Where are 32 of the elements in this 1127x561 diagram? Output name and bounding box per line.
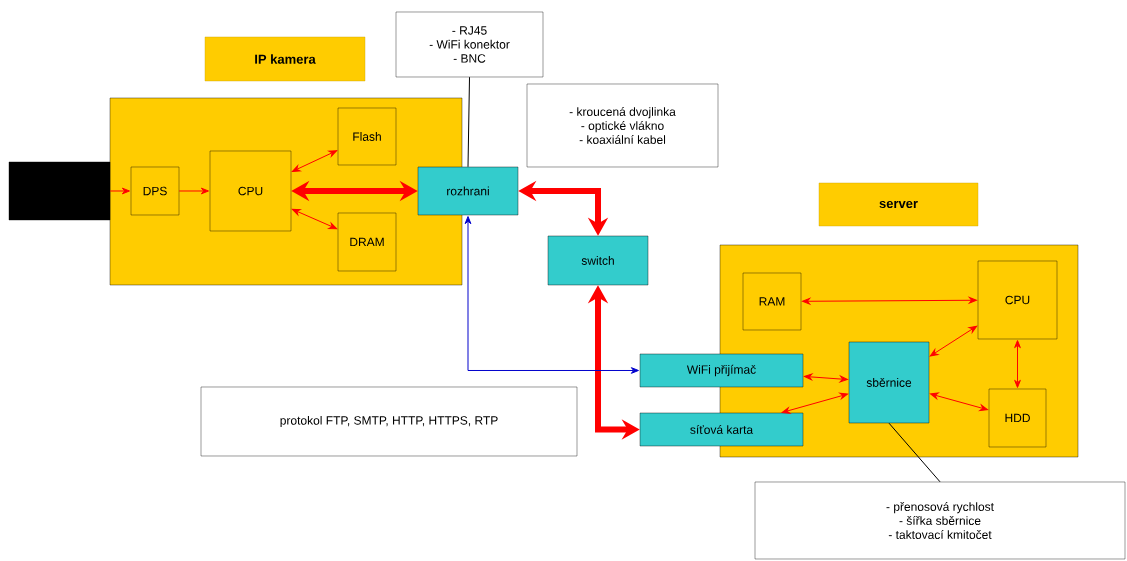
component-box: DRAM [337,212,397,272]
interface-box: síťová karta [639,412,804,447]
arrow [1014,340,1021,388]
interface-box: WiFi přijímač [639,353,804,388]
note-box: protokol FTP, SMTP, HTTP, HTTPS, RTP [200,386,578,457]
arrow [929,325,978,357]
arrow [178,187,209,195]
arrow [781,392,848,414]
arrow [291,150,338,172]
component-box: Flash [337,107,397,166]
component-box: HDD [988,388,1047,448]
heading-box: IP kamera [204,36,366,82]
input-block [8,161,111,221]
component-box: CPU [209,150,292,232]
interface-box: rozhrani [417,166,519,216]
arrow [804,373,848,383]
component-box: DPS [130,166,180,216]
component-box: CPU [977,260,1058,340]
arrow [109,187,130,195]
arrow [802,296,977,305]
interface-box: sběrnice [848,341,930,424]
arrow [291,208,338,230]
leader-line [888,422,941,483]
arrow [930,392,988,412]
note-box: - kroucená dvojlinka - optické vlákno - koaxiální kabel [526,83,719,168]
leader-line [467,76,470,168]
note-box: - přenosová rychlost - šířka sběrnice - taktovací kmitočet [754,481,1126,560]
arrow [464,216,639,374]
heading-box: server [818,182,979,227]
note-box: - RJ45 - WiFi konektor - BNC [395,11,544,78]
component-box: RAM [742,272,802,331]
interface-box: switch [547,235,649,286]
